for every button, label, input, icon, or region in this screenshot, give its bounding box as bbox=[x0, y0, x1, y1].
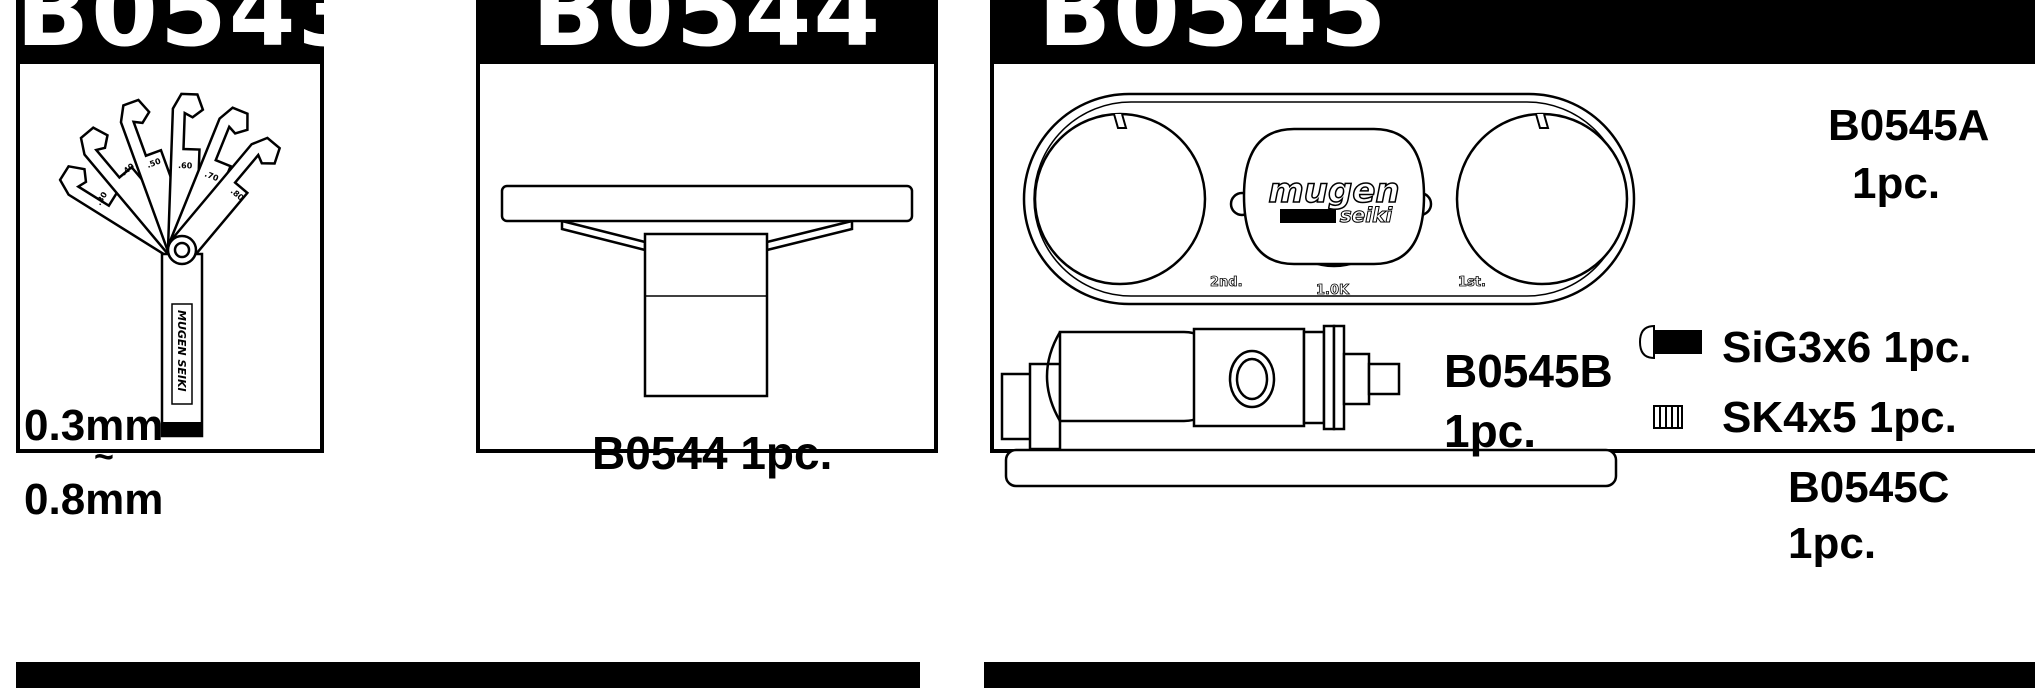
handle-brand-text: MUGEN SEIKI bbox=[175, 310, 188, 392]
plate-label-1st: 1st. bbox=[1458, 275, 1486, 290]
seiki-logo-text: seiki bbox=[1340, 203, 1394, 227]
part-b0545b-label: B0545B bbox=[1444, 345, 1613, 397]
next-row-header-right bbox=[984, 662, 2035, 688]
panel-header-b0545: B0545 bbox=[990, 0, 2035, 64]
part-b0545c-qty: 1pc. bbox=[1788, 519, 1877, 568]
panel-header-b0544: B0544 bbox=[476, 0, 938, 64]
range-tilde-label: ~ bbox=[94, 438, 114, 476]
plate-label-2nd: 2nd. bbox=[1210, 275, 1243, 290]
plate-label-1-0k: 1.0K bbox=[1316, 283, 1350, 298]
setting-tool-illustration bbox=[500, 184, 914, 398]
part-b0545a-qty: 1pc. bbox=[1852, 159, 1941, 208]
panel-code-b0545: B0545 bbox=[1038, 0, 1389, 64]
screw-sk4x5-icon bbox=[1653, 405, 1683, 429]
part-b0545b-qty: 1pc. bbox=[1444, 405, 1537, 457]
panel-header-b0543: B0543 bbox=[16, 0, 324, 64]
feeler-gauge-illustration: .30 .40 .50 .60 .70 .80 MUGEN SEIKI bbox=[58, 92, 282, 438]
screw-sig3x6-icon bbox=[1638, 324, 1702, 360]
b0544-part-label: B0544 1pc. bbox=[592, 427, 833, 479]
panel-code-b0544: B0544 bbox=[531, 0, 883, 64]
part-b0545c-label: B0545C bbox=[1788, 463, 1950, 512]
spring-tool-illustration: mugen seiki 2nd. 1.0K 1st. bbox=[1000, 92, 1702, 488]
svg-text:.60: .60 bbox=[178, 161, 193, 171]
range-min-label: 0.3mm bbox=[24, 401, 164, 450]
next-row-header-left bbox=[16, 662, 920, 688]
part-b0545a-label: B0545A bbox=[1828, 101, 1990, 150]
mugen-logo-text: mugen bbox=[1268, 171, 1399, 211]
panel-code-b0543: B0543 bbox=[16, 0, 324, 64]
range-max-label: 0.8mm bbox=[24, 475, 164, 524]
screw-sig3x6-label: SiG3x6 1pc. bbox=[1722, 323, 1972, 372]
screw-sk4x5-label: SK4x5 1pc. bbox=[1722, 393, 1957, 442]
